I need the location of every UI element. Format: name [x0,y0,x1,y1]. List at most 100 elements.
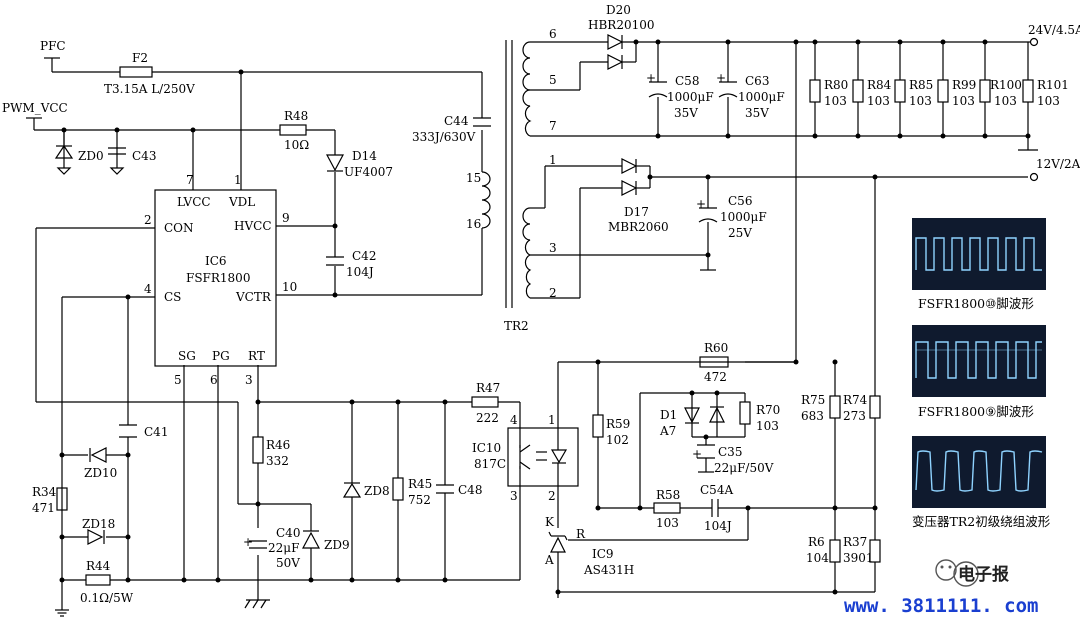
svg-text:+: + [646,71,656,85]
svg-text:IC6: IC6 [205,254,227,268]
shunt-regulator-ic9: K R A IC9 AS431H [544,515,634,577]
svg-text:A7: A7 [659,424,676,438]
svg-text:7: 7 [549,119,557,133]
svg-text:3: 3 [549,241,557,255]
svg-text:T3.15A L/250V: T3.15A L/250V [104,82,195,96]
svg-text:IC9: IC9 [592,547,614,561]
resistor-r75: R75 683 [801,393,841,423]
svg-text:PWM_VCC: PWM_VCC [2,101,68,115]
svg-text:2: 2 [144,213,152,227]
resistor-r44: R44 0.1Ω/5W [80,559,134,605]
svg-text:472: 472 [704,370,727,384]
zener-zd18: ZD18 [82,517,115,545]
svg-text:103: 103 [994,94,1017,108]
svg-text:CS: CS [164,290,181,304]
svg-text:332: 332 [266,454,289,468]
svg-text:PFC: PFC [40,39,66,53]
svg-text:ZD10: ZD10 [84,466,117,480]
svg-text:1000μF: 1000μF [667,90,714,104]
wires [33,41,1038,610]
diode-d1: D1 A7 [659,406,725,438]
svg-text:C63: C63 [745,74,769,88]
svg-text:R6: R6 [808,535,825,549]
svg-text:FSFR1800⑩脚波形: FSFR1800⑩脚波形 [918,296,1034,311]
svg-text:ZD0: ZD0 [78,149,104,163]
waveform-panel-1: FSFR1800⑩脚波形 [912,218,1046,311]
resistor-r58: R58 103 [653,488,681,530]
svg-text:R99: R99 [952,78,976,92]
svg-text:1: 1 [549,153,557,167]
svg-text:R101: R101 [1037,78,1069,92]
svg-text:R80: R80 [824,78,848,92]
svg-text:C41: C41 [144,425,168,439]
svg-text:C56: C56 [728,194,752,208]
svg-text:103: 103 [867,94,890,108]
svg-text:1: 1 [234,173,242,187]
svg-text:R45: R45 [408,477,432,491]
svg-text:4: 4 [510,413,518,427]
svg-text:R85: R85 [909,78,933,92]
waveform-panel-2: FSFR1800⑨脚波形 [912,325,1046,419]
svg-text:333J/630V: 333J/630V [412,130,476,144]
resistor-r74: R74 273 [843,393,881,423]
svg-text:3: 3 [245,373,253,387]
capacitor-c58: + C58 1000μF 35V [646,71,714,120]
zener-zd8: ZD8 [342,482,390,498]
junctions [59,39,1031,595]
svg-text:UF4007: UF4007 [344,165,393,179]
resistor-r37: R37 3901 [843,535,881,565]
svg-text:C44: C44 [444,114,469,128]
svg-text:102: 102 [606,433,629,447]
capacitor-c43: C43 [108,147,156,175]
svg-text:104J: 104J [346,265,374,279]
optocoupler-ic10: 4 1 3 2 IC10 817C [472,413,579,503]
svg-text:1000μF: 1000μF [738,90,785,104]
svg-text:683: 683 [801,409,824,423]
svg-text:3: 3 [510,489,518,503]
transformer-tr2: 6 5 7 15 16 1 3 2 TR2 [466,27,557,333]
resistor-r48: R48 10Ω [279,109,309,152]
capacitor-c54a: C54A 104J [700,483,733,533]
resistor-r45: R45 752 [392,477,432,507]
svg-text:CON: CON [164,221,194,235]
svg-text:6: 6 [210,373,218,387]
svg-text:0.1Ω/5W: 0.1Ω/5W [80,591,134,605]
svg-text:752: 752 [408,493,431,507]
svg-text:MBR2060: MBR2060 [608,220,669,234]
svg-text:R75: R75 [801,393,825,407]
svg-text:A: A [544,553,554,567]
svg-text:817C: 817C [474,457,506,471]
diode-d20: D20 HBR20100 [588,3,655,70]
svg-text:SG: SG [178,349,196,363]
svg-text:R100: R100 [990,78,1022,92]
chassis-ground [244,599,270,609]
svg-text:D14: D14 [352,149,377,163]
svg-text:104J: 104J [704,519,732,533]
ic6-fsfr1800: LVCC VDL CON HVCC CS VCTR SG PG RT IC6 F… [144,173,297,387]
capacitor-c42: C42 104J [326,249,376,279]
svg-text:LVCC: LVCC [177,195,211,209]
capacitor-c56: + C56 1000μF 25V [696,194,767,240]
svg-text:R47: R47 [476,381,500,395]
svg-text:4: 4 [144,282,152,296]
resistor-r100: R100 103 [979,78,1022,108]
svg-text:R58: R58 [656,488,680,502]
svg-text:AS431H: AS431H [583,563,634,577]
svg-text:C48: C48 [458,483,482,497]
svg-text:103: 103 [656,516,679,530]
waveform-panel-3: 变压器TR2初级绕组波形 [912,436,1051,529]
svg-text:R74: R74 [843,393,868,407]
svg-text:C54A: C54A [700,483,733,497]
svg-text:PG: PG [212,349,230,363]
svg-text:1: 1 [548,413,556,427]
svg-text:103: 103 [1037,94,1060,108]
resistor-r6: R6 104 [806,535,841,565]
svg-text:HVCC: HVCC [234,219,272,233]
svg-text:1000μF: 1000μF [720,210,767,224]
brand-logo: 电子报 [935,559,1009,587]
capacitor-c35: + C35 22μF/50V [692,444,774,475]
svg-text:R48: R48 [284,109,308,123]
resistor-r47: R47 222 [471,381,500,425]
